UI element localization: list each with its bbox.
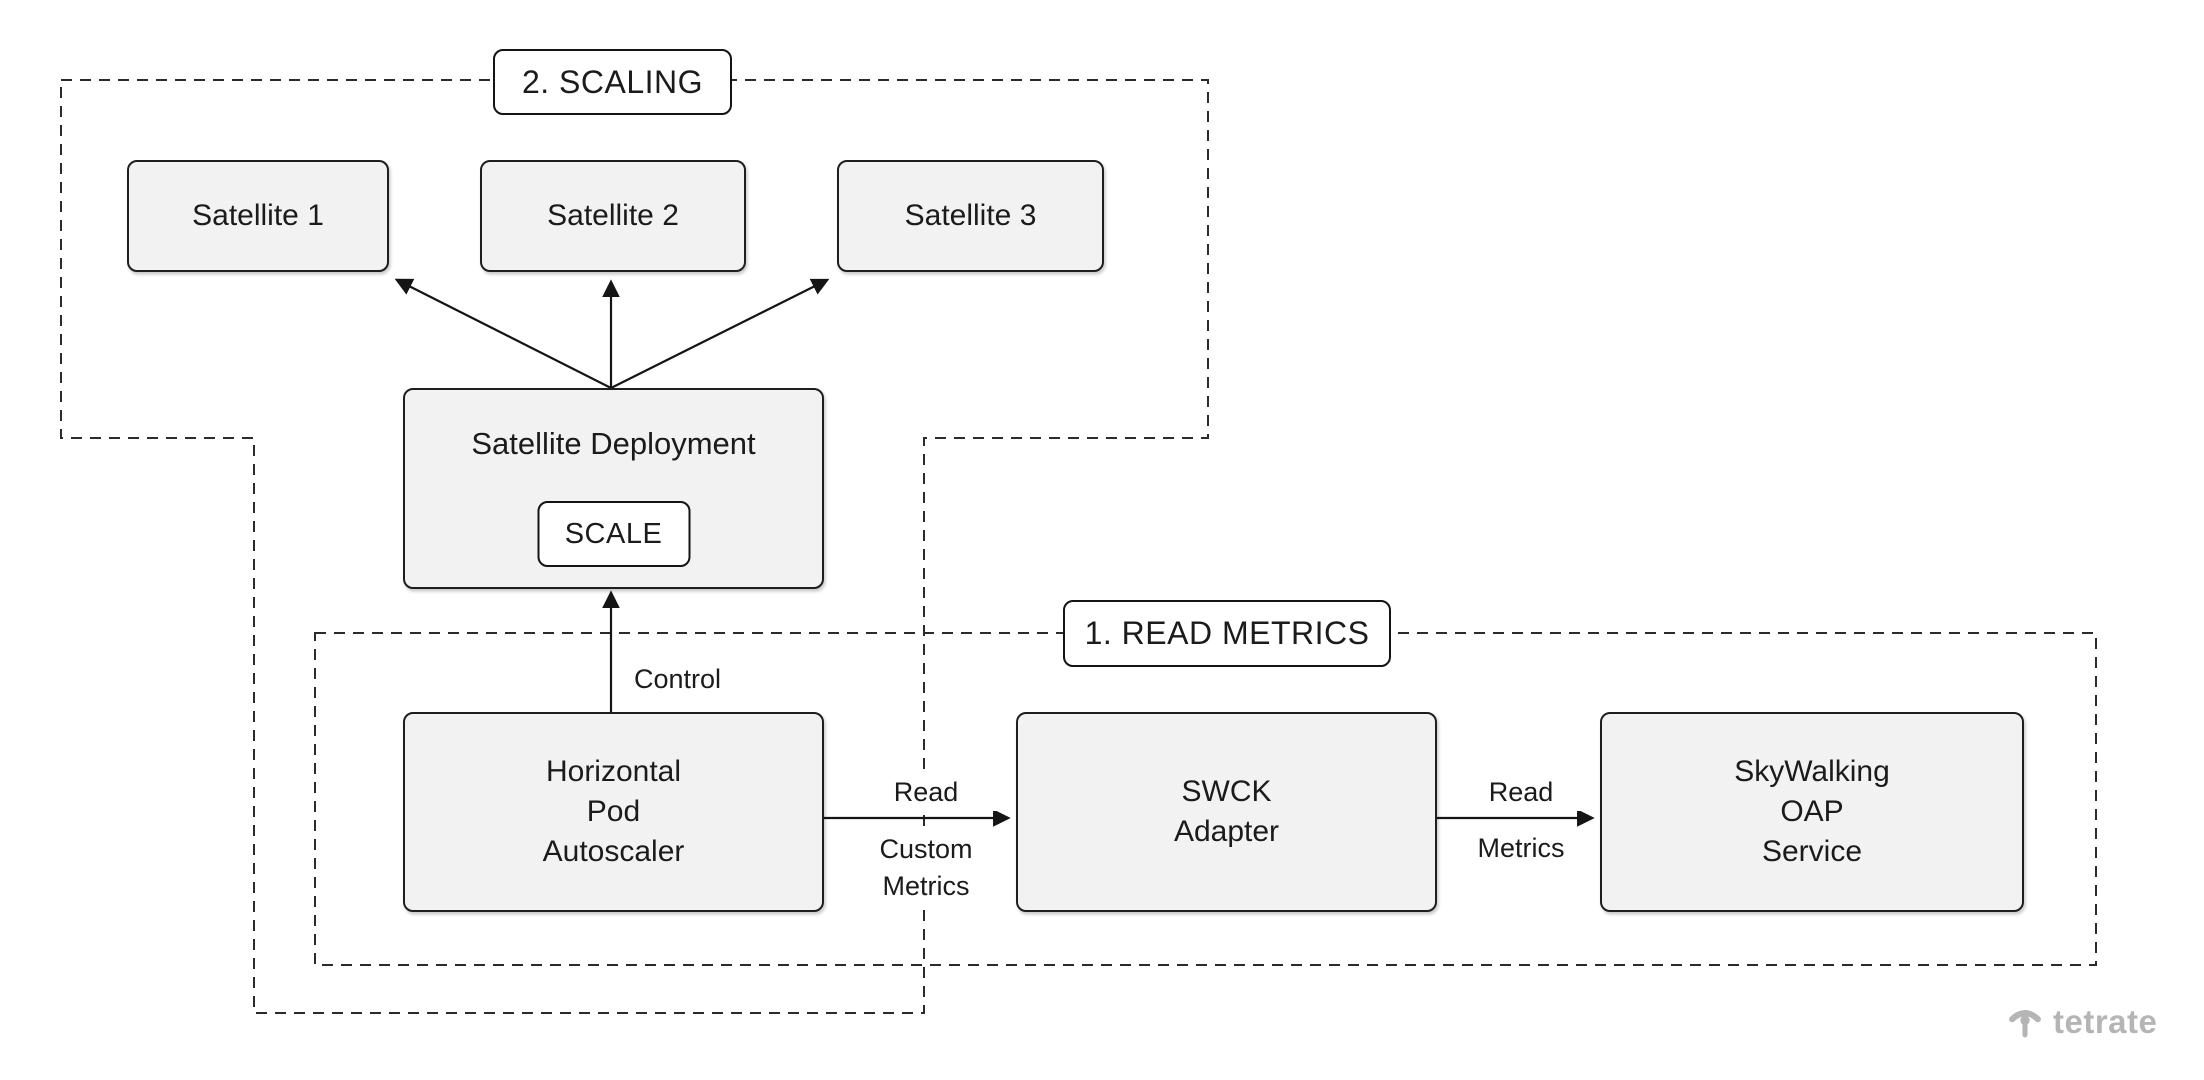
- tetrate-wordmark: tetrate: [2053, 1003, 2158, 1040]
- node-hpa-line-1: Horizontal: [545, 755, 682, 788]
- node-satellite-deployment-label: Satellite Deployment: [471, 426, 756, 461]
- region-label-read-metrics: 1. READ METRICS: [1063, 600, 1391, 667]
- node-swck-line-1: SWCK: [1181, 775, 1272, 808]
- node-oap-line-3: Service: [1761, 835, 1863, 868]
- edge-label-read-metrics-below: Metrics: [1447, 830, 1595, 867]
- arrow-deployment-to-satellite-1: [394, 278, 612, 389]
- node-satellite-3: Satellite 3: [837, 160, 1104, 272]
- node-skywalking-oap-service: SkyWalking OAP Service: [1600, 712, 2024, 912]
- edge-label-read-metrics-above: Read: [1447, 774, 1595, 811]
- region-label-read-metrics-text: 1. READ METRICS: [1084, 615, 1370, 651]
- node-oap-line-2: OAP: [1780, 795, 1844, 828]
- node-satellite-deployment: Satellite Deployment SCALE: [403, 388, 824, 589]
- edge-label-read-custom-above: Read: [852, 774, 1000, 811]
- node-satellite-3-label: Satellite 3: [904, 199, 1037, 232]
- node-swck-adapter: SWCK Adapter: [1016, 712, 1437, 912]
- node-satellite-2-label: Satellite 2: [547, 199, 679, 232]
- region-label-scaling: 2. SCALING: [493, 49, 732, 115]
- scaling-region-outline: [60, 79, 1209, 1014]
- node-satellite-2: Satellite 2: [480, 160, 746, 272]
- region-label-scaling-text: 2. SCALING: [521, 63, 704, 100]
- edge-label-custom-metrics-line-1: Custom: [879, 834, 973, 864]
- node-hpa-line-3: Autoscaler: [542, 835, 685, 868]
- node-satellite-1-label: Satellite 1: [192, 199, 324, 232]
- scale-badge: SCALE: [537, 501, 690, 567]
- node-horizontal-pod-autoscaler: Horizontal Pod Autoscaler: [403, 712, 824, 912]
- tetrate-logo-icon: [2009, 1010, 2041, 1038]
- node-oap-line-1: SkyWalking: [1734, 755, 1890, 788]
- node-satellite-1: Satellite 1: [127, 160, 389, 272]
- node-hpa-line-2: Pod: [586, 795, 641, 828]
- node-swck-line-2: Adapter: [1173, 815, 1280, 848]
- edge-label-custom-metrics: Custom Metrics: [852, 831, 1000, 905]
- read-metrics-region-outline: [314, 632, 2097, 966]
- tetrate-logo: tetrate: [2006, 1003, 2157, 1041]
- arrow-deployment-to-satellite-3: [610, 278, 830, 389]
- edge-label-custom-metrics-line-2: Metrics: [882, 871, 970, 901]
- scale-badge-label: SCALE: [564, 517, 663, 550]
- edge-label-control: Control: [630, 661, 726, 698]
